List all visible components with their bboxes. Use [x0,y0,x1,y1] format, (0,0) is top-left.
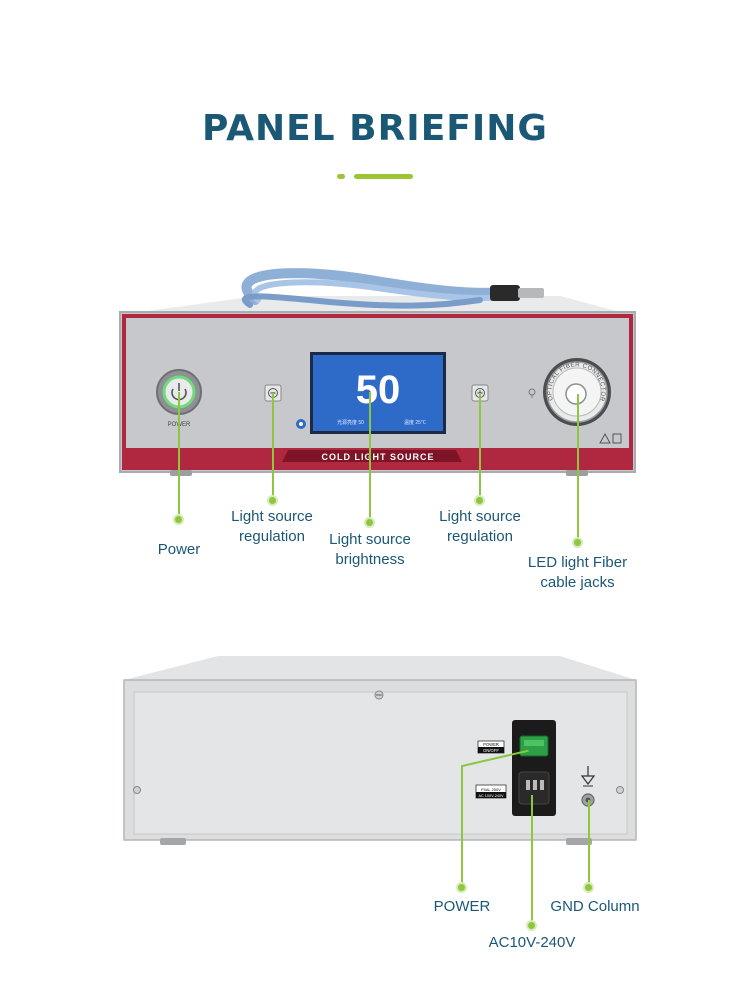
fan-icon [296,419,306,429]
fiber-cable [241,268,544,309]
callout-fiber-jack: LED light Fiber cable jacks [527,554,628,591]
page-title: PANEL BRIEFING [202,108,548,149]
switch-label-plate: POWER ON/OFF [477,740,505,754]
leader-regulation-left [272,393,274,501]
ac-power-module[interactable] [512,720,556,816]
screw-icon [374,690,384,700]
leader-dot-rear-power [458,884,465,891]
nameplate-text: COLD LIGHT SOURCE [322,452,435,462]
leader-regulation-right [479,393,481,501]
front-device: COLD LIGHT SOURCE POWER 50 光源亮度 50 温度 25… [119,268,636,476]
callout-regulation-right: Light source regulation [439,508,521,545]
leader-fiber-jack [577,394,579,542]
brightness-value: 50 [356,368,401,412]
leader-dot-gnd [585,884,592,891]
leader-dot-fiber-jack [574,539,581,546]
light-bulb-icon [528,388,536,398]
leader-dot-regulation-left [269,497,276,504]
fuse-label-plate: F5AL 250V AC 100V-240V [475,784,507,799]
callout-ac-input: AC10V-240V [488,934,576,951]
screen-status-right: 温度 25℃ [404,419,426,426]
leader-ac [531,795,533,925]
callout-brightness: Light source brightness [329,531,411,568]
callout-gnd-column: GND Column [550,898,640,915]
title-accent-dash-long [354,174,413,179]
rear-device: POWER ON/OFF F5AL 250V AC 100V-240V [123,656,637,845]
svg-text:ON/OFF: ON/OFF [483,748,499,753]
leader-rear-power-v [461,765,463,887]
svg-text:POWER: POWER [483,742,499,747]
callout-rear-power: POWER [433,898,491,915]
leader-power [178,392,180,520]
rear-top-lid [124,656,636,680]
ground-symbol-icon [580,766,596,787]
svg-text:AC 100V-240V: AC 100V-240V [478,794,504,798]
screen-status-left: 光源亮度 50 [337,419,364,426]
svg-text:F5AL 250V: F5AL 250V [481,787,501,792]
callout-power: Power [157,541,201,558]
title-accent-dash-short [337,174,345,179]
display-screen: 50 光源亮度 50 温度 25℃ [310,352,446,434]
warning-icon [599,432,622,444]
leader-dot-power [175,516,182,523]
fiber-connector-jack[interactable]: OPTICAL FIBER CONNECTOR [543,358,611,426]
leader-gnd [588,800,590,887]
leader-dot-brightness [366,519,373,526]
leader-dot-ac [528,922,535,929]
leader-brightness [369,392,371,522]
leader-dot-regulation-right [476,497,483,504]
callout-regulation-left: Light source regulation [231,508,313,545]
